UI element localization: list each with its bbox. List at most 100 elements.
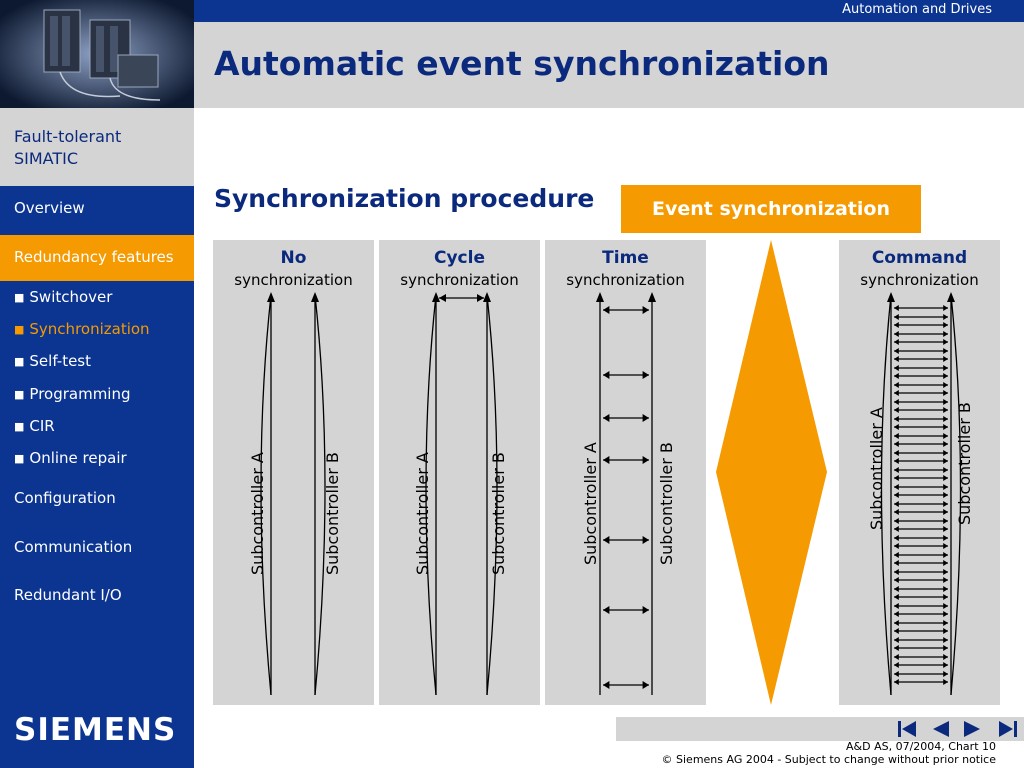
arrowhead <box>943 365 948 371</box>
arrowhead <box>943 560 948 566</box>
nav-item-overview[interactable]: Overview <box>14 199 85 217</box>
nav-subitem-switchover[interactable]: ■ Switchover <box>14 288 112 306</box>
nav-subitem-online-repair[interactable]: ■Online repair <box>14 449 127 467</box>
arrowhead <box>943 628 948 634</box>
arrowhead <box>943 603 948 609</box>
subcontroller-a-label: Subcontroller A <box>413 452 432 575</box>
nav-subitem-cir[interactable]: ■CIR <box>14 417 55 435</box>
footer-nav-bar <box>616 717 1024 741</box>
arrowhead <box>894 679 899 685</box>
subcontroller-a-label: Subcontroller A <box>867 407 886 530</box>
arrowhead <box>894 654 899 660</box>
bullet-icon: ■ <box>14 291 25 304</box>
arrowhead <box>943 671 948 677</box>
arrowhead <box>894 450 899 456</box>
arrowhead <box>894 399 899 405</box>
next-page-icon[interactable] <box>962 719 984 739</box>
arrowhead <box>943 382 948 388</box>
panel-title: Time <box>602 248 649 268</box>
arrowhead <box>894 671 899 677</box>
nav-subitem-synchronization[interactable]: ■Synchronization <box>14 320 150 338</box>
bullet-icon: ■ <box>14 355 25 368</box>
orange-diamond <box>716 240 827 705</box>
section-title-line2: SIMATIC <box>14 149 79 168</box>
nav-item-label: Switchover <box>29 288 113 306</box>
subcontroller-b-label: Subcontroller B <box>489 452 508 575</box>
panel-subtitle: synchronization <box>566 271 685 289</box>
nav-item-label: Overview <box>14 199 85 217</box>
previous-page-icon[interactable] <box>929 719 951 739</box>
arrowhead <box>894 348 899 354</box>
section-title-line1: Fault-tolerant <box>14 127 122 146</box>
arrowhead <box>894 433 899 439</box>
top-bar: Automation and Drives <box>194 0 1024 22</box>
nav-item-label: Programming <box>29 385 131 403</box>
arrowhead <box>894 305 899 311</box>
arrowhead <box>642 536 649 544</box>
arrowhead <box>943 331 948 337</box>
arrowhead <box>894 535 899 541</box>
arrowhead <box>894 620 899 626</box>
arrowhead <box>894 373 899 379</box>
arrowhead <box>603 414 610 422</box>
title-band: Automatic event synchronization <box>194 22 1024 108</box>
brand-line: Automation and Drives <box>842 2 992 17</box>
panel-subtitle: synchronization <box>860 271 979 289</box>
arrowhead <box>943 662 948 668</box>
arrowhead <box>894 560 899 566</box>
footer-chart-info: A&D AS, 07/2004, Chart 10 <box>846 740 996 753</box>
nav-item-label: CIR <box>29 417 55 435</box>
arrowhead <box>894 407 899 413</box>
command-sync-arrows <box>894 305 948 685</box>
arrowhead <box>943 637 948 643</box>
subcontroller-b-cycle <box>314 294 326 696</box>
arrowhead <box>943 399 948 405</box>
arrowhead <box>894 594 899 600</box>
section-title: Fault-tolerant SIMATIC <box>14 126 121 170</box>
arrowhead <box>943 407 948 413</box>
nav-item-label: Synchronization <box>29 320 150 338</box>
nav-item-redundant-io[interactable]: Redundant I/O <box>14 586 122 604</box>
arrowhead <box>642 371 649 379</box>
arrowhead <box>894 518 899 524</box>
arrowhead <box>894 356 899 362</box>
arrowhead <box>943 577 948 583</box>
arrowhead <box>943 475 948 481</box>
nav-item-redundancy-features[interactable]: Redundancy features <box>14 248 174 266</box>
arrowhead <box>943 424 948 430</box>
arrowhead <box>894 365 899 371</box>
nav-item-label: Redundancy features <box>14 248 174 266</box>
arrowhead <box>894 458 899 464</box>
arrowhead <box>894 662 899 668</box>
arrowhead <box>642 306 649 314</box>
event-synchronization-box: Event synchronization <box>621 185 921 233</box>
first-page-icon[interactable] <box>896 719 918 739</box>
hardware-photo <box>0 0 194 108</box>
arrowhead <box>943 552 948 558</box>
arrowhead <box>894 526 899 532</box>
arrowhead <box>894 382 899 388</box>
nav-item-configuration[interactable]: Configuration <box>14 489 116 507</box>
nav-item-label: Redundant I/O <box>14 586 122 604</box>
arrowhead <box>894 416 899 422</box>
arrowhead <box>894 501 899 507</box>
left-nav-panel <box>0 108 194 768</box>
nav-subitem-programming[interactable]: ■Programming <box>14 385 131 403</box>
arrowhead <box>894 441 899 447</box>
nav-item-communication[interactable]: Communication <box>14 538 132 556</box>
nav-subitem-self-test[interactable]: ■Self-test <box>14 352 91 370</box>
arrowhead <box>943 339 948 345</box>
arrowhead <box>943 314 948 320</box>
arrowhead <box>943 526 948 532</box>
arrowhead <box>603 536 610 544</box>
arrowhead <box>943 543 948 549</box>
nav-active-highlight <box>0 235 194 281</box>
arrowhead <box>943 433 948 439</box>
arrowhead <box>943 679 948 685</box>
arrowhead <box>894 509 899 515</box>
arrowhead <box>943 322 948 328</box>
last-page-icon[interactable] <box>997 719 1019 739</box>
arrowhead <box>943 416 948 422</box>
arrowhead <box>894 577 899 583</box>
arrowhead <box>603 306 610 314</box>
